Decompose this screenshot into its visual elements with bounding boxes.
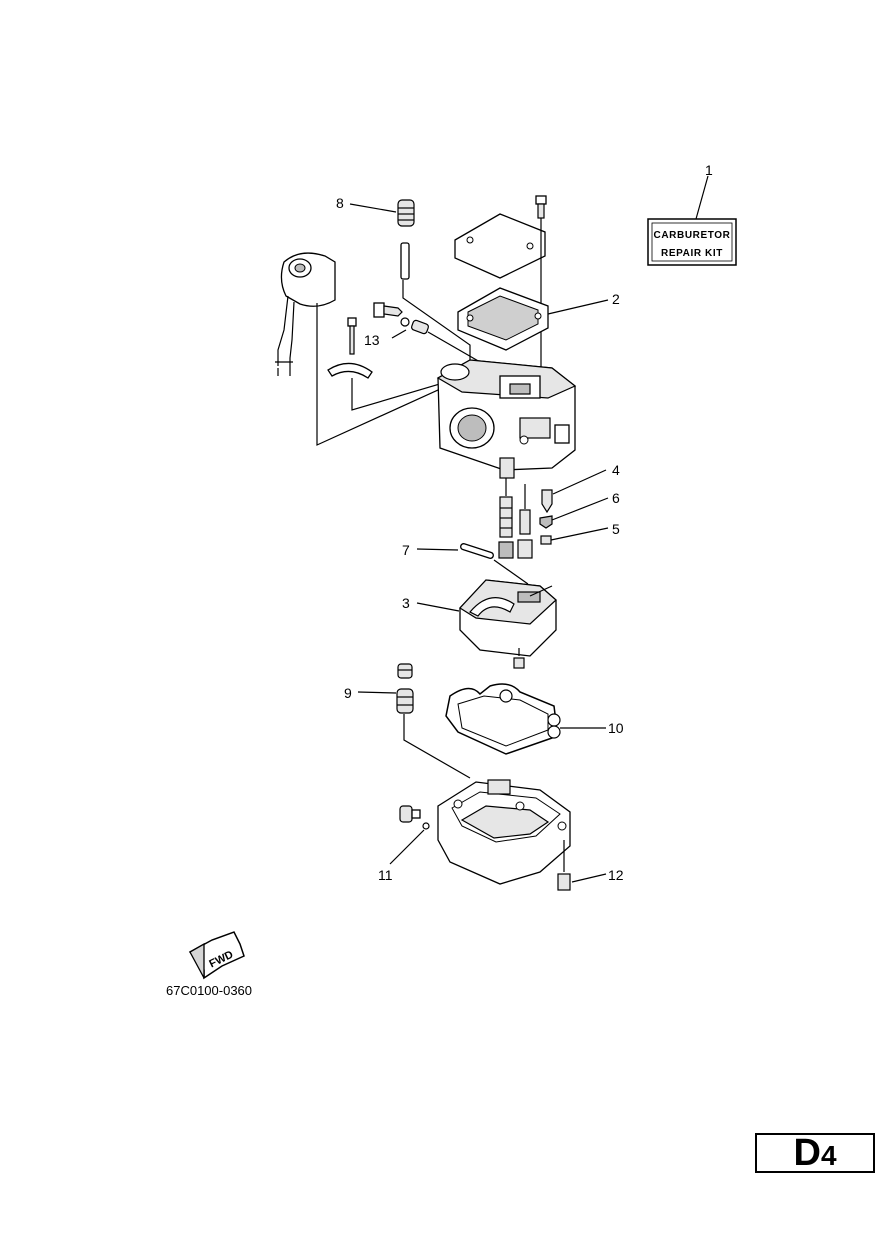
top-cover-plate	[454, 213, 546, 279]
drain-screw-part-11	[399, 805, 430, 830]
repair-kit-label: CARBURETOR REPAIR KIT	[647, 218, 737, 266]
page-id-letter: D	[793, 1131, 820, 1174]
callout-11: 11	[378, 867, 393, 883]
gasket-part-2	[457, 287, 549, 351]
throttle-stop-screw	[373, 302, 403, 318]
float-pin-part-7	[460, 543, 494, 559]
drawing-code: 67C0100-0360	[166, 983, 252, 998]
o-ring	[400, 317, 410, 327]
callout-4: 4	[612, 462, 620, 478]
main-jet	[498, 541, 514, 559]
chamber-screw-part-12	[557, 840, 571, 891]
callout-5: 5	[612, 521, 620, 537]
carburetor-body	[436, 359, 577, 479]
callout-9: 9	[344, 685, 352, 701]
callout-7: 7	[402, 542, 410, 558]
callout-8: 8	[336, 195, 344, 211]
callout-2: 2	[612, 291, 620, 307]
pilot-screw-spring	[397, 199, 415, 280]
throttle-spring	[411, 319, 429, 335]
float-chamber	[437, 779, 571, 885]
clip-part-6	[539, 515, 553, 529]
screw-part-5	[540, 535, 552, 545]
callout-13: 13	[364, 332, 380, 348]
float-chamber-gasket-part-10	[445, 683, 561, 755]
pilot-jet	[519, 484, 531, 535]
cover-screw	[535, 195, 547, 219]
page-id-box: D 4	[755, 1131, 875, 1174]
callout-1: 1	[705, 162, 713, 178]
pilot-jet-plug	[517, 539, 533, 559]
callout-6: 6	[612, 490, 620, 506]
choke-knob-assembly	[275, 252, 336, 376]
repair-kit-line1: CARBURETOR	[654, 230, 731, 241]
float-part-3	[459, 579, 557, 657]
drain-screw-spring-part-9	[396, 663, 414, 714]
callout-3: 3	[402, 595, 410, 611]
float-chamber-screw	[513, 648, 525, 669]
fwd-arrow-icon: FWD	[188, 931, 245, 980]
callout-10: 10	[608, 720, 624, 736]
needle-valve-part-4	[541, 489, 553, 514]
repair-kit-line2: REPAIR KIT	[661, 248, 723, 259]
choke-lever	[327, 317, 373, 379]
callout-12: 12	[608, 867, 624, 883]
page-id-number: 4	[820, 1140, 837, 1171]
main-nozzle	[499, 496, 513, 538]
